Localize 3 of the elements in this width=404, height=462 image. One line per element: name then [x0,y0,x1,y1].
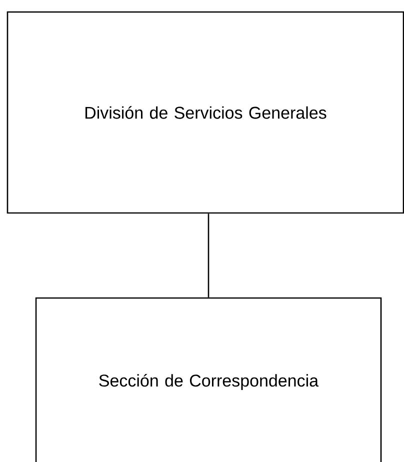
org-box: División de Servicios Generales [6,11,404,214]
connector-line [208,214,210,298]
org-box: Sección de Correspondencia [35,297,382,462]
